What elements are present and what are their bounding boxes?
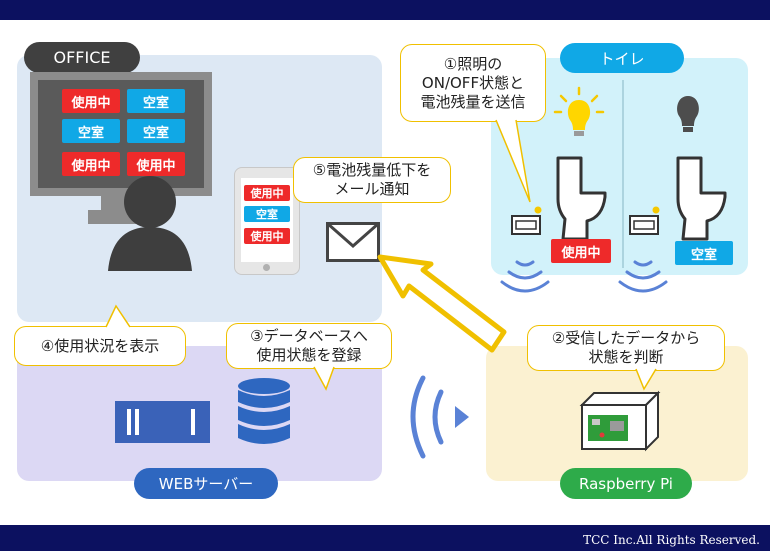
database-icon: [238, 378, 290, 444]
office-label: OFFICE: [24, 42, 140, 73]
callout-2: ②受信したデータから 状態を判断: [527, 325, 725, 371]
monitor-status-tag: 使用中: [62, 89, 120, 113]
callout-text: 電池残量を送信: [420, 92, 526, 111]
web-server-label: WEBサーバー: [134, 468, 278, 499]
phone-status-tag: 使用中: [244, 185, 290, 201]
callout-5: ⑤電池残量低下を メール通知: [293, 157, 451, 203]
callout-4-pointer: [105, 304, 131, 328]
callout-text: ④使用状況を表示: [40, 336, 160, 355]
callout-3: ③データベースへ 使用状態を登録: [226, 323, 392, 369]
header-bar: [0, 0, 770, 20]
footer-bar: TCC Inc.All Rights Reserved.: [0, 525, 770, 551]
sensor-device-icon: [629, 206, 660, 235]
callout-text: ②受信したデータから: [551, 329, 701, 347]
callout-1-pointer: [495, 119, 531, 203]
sensor-device-icon: [511, 206, 542, 235]
phone-status-tag: 使用中: [244, 228, 290, 244]
callout-4: ④使用状況を表示: [14, 326, 186, 366]
copyright-text: TCC Inc.All Rights Reserved.: [583, 533, 760, 547]
callout-text: ⑤電池残量低下を: [312, 161, 432, 179]
raspberry-pi-device-icon: [579, 390, 661, 452]
toilet-icon: [556, 156, 607, 241]
stall-status-badge: 使用中: [551, 239, 611, 263]
toilet-label: トイレ: [560, 43, 684, 73]
callout-2-pointer: [635, 368, 657, 391]
mail-icon: [326, 222, 380, 262]
monitor-status-tag: 空室: [127, 119, 185, 143]
wireless-signal-icon: [500, 260, 550, 293]
stall-status-badge: 空室: [675, 241, 733, 265]
wireless-signal-icon: [618, 260, 668, 293]
callout-text: 状態を判断: [588, 348, 664, 366]
callout-text: ③データベースへ: [250, 327, 368, 345]
raspberry-pi-label: Raspberry Pi: [560, 468, 692, 499]
phone-status-tag: 空室: [244, 206, 290, 222]
lit-bulb-icon: [553, 86, 605, 136]
callout-1: ①照明の ON/OFF状態と 電池残量を送信: [400, 44, 546, 122]
wireless-link-icon: [410, 375, 469, 459]
monitor-status-tag: 使用中: [127, 152, 185, 176]
stall-divider: [622, 80, 624, 268]
callout-text: 使用状態を登録: [256, 346, 362, 364]
callout-text: メール通知: [334, 180, 410, 198]
monitor-status-tag: 空室: [127, 89, 185, 113]
callout-text: ON/OFF状態と: [421, 73, 525, 92]
unlit-bulb-icon: [677, 96, 699, 132]
monitor-status-tag: 使用中: [62, 152, 120, 176]
callout-text: ①照明の: [443, 54, 503, 73]
server-rack-icon: [115, 401, 210, 443]
person-icon: [108, 176, 192, 271]
monitor-status-tag: 空室: [62, 119, 120, 143]
toilet-icon: [676, 156, 727, 241]
callout-3-pointer: [313, 366, 335, 391]
data-flow-arrow: [377, 254, 507, 353]
